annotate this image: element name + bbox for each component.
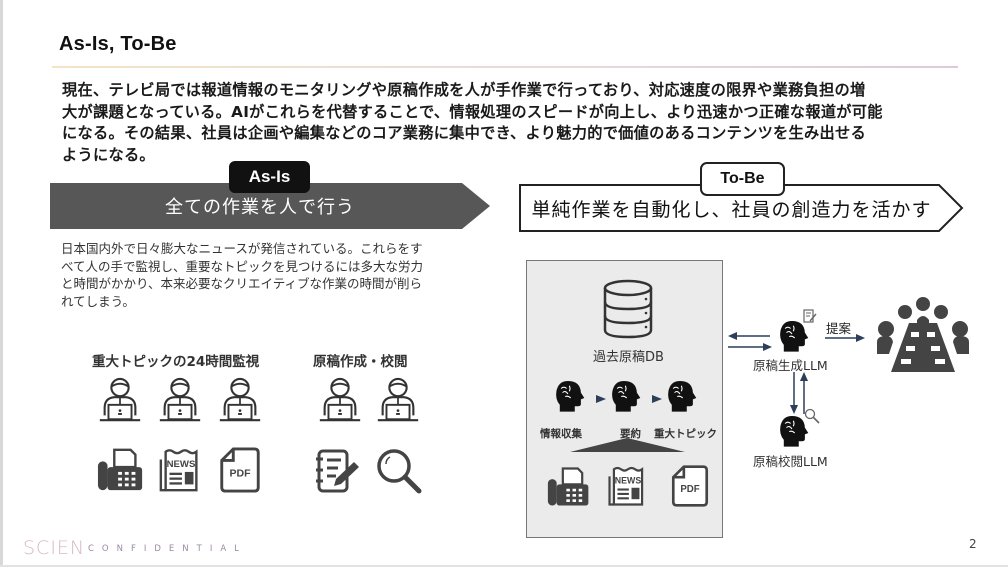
fax-icon xyxy=(547,465,591,509)
worker-icon xyxy=(374,377,422,425)
description-line: 日本国内外で日々膨大なニュースが発信されている。これらをす xyxy=(61,241,423,256)
intro-line: 現在、テレビ局では報道情報のモニタリングや原稿作成を人が手作業で行っており、対応… xyxy=(62,81,866,99)
arrow-banner-shape xyxy=(519,184,964,232)
writing-group-label: 原稿作成・校閲 xyxy=(313,354,408,370)
pipeline-step-label: 要約 xyxy=(620,428,641,440)
as-is-banner-text: 全ての作業を人で行う xyxy=(165,197,355,218)
ai-head-icon xyxy=(609,379,643,413)
page-number: 2 xyxy=(969,537,977,551)
as-is-banner: 全ての作業を人で行う xyxy=(50,183,490,229)
news-icon xyxy=(157,446,205,494)
reviewer-llm-label: 原稿校閲LLM xyxy=(753,454,828,469)
propose-label: 提案 xyxy=(826,321,852,336)
generator-llm-label: 原稿生成LLM xyxy=(753,358,828,373)
document-edit-icon xyxy=(803,309,817,323)
slide-left-edge xyxy=(0,0,3,567)
magnifier-icon xyxy=(804,408,820,424)
intro-line: 大が課題となっている。AIがこれらを代替することで、情報処理のスピードが向上し、… xyxy=(62,102,883,121)
bidirectional-arrow-icon xyxy=(728,332,772,351)
intro-paragraph: 現在、テレビ局では報道情報のモニタリングや原稿作成を人が手作業で行っており、対応… xyxy=(62,80,962,166)
source-funnel-shape xyxy=(570,438,685,452)
arrow-right-icon xyxy=(825,334,865,342)
db-label: 過去原稿DB xyxy=(593,350,664,365)
meeting-icon xyxy=(877,297,969,372)
fax-icon xyxy=(97,446,145,494)
worker-icon xyxy=(316,377,364,425)
description-line: べて人の手で監視し、重要なトピックを見つけるには多大な労力 xyxy=(61,258,424,274)
as-is-description: 日本国内外で日々膨大なニュースが発信されている。これらをす べて人の手で監視し、… xyxy=(61,240,481,310)
arrow-right-icon xyxy=(596,395,606,403)
worker-icon xyxy=(156,377,204,425)
pipeline-step-label: 情報収集 xyxy=(540,428,582,440)
slide-title: As-Is, To-Be xyxy=(59,33,177,55)
to-be-banner-text: 単純作業を自動化し、社員の創造力を活かす xyxy=(531,199,932,221)
vertical-bidirectional-arrow-icon xyxy=(790,372,808,414)
worker-icon xyxy=(96,377,144,425)
pipeline-step-label: 重大トピック xyxy=(654,428,717,440)
description-line: と時間がかかり、本来必要なクリエイティブな作業の時間が削ら xyxy=(61,276,423,291)
intro-line: になる。その結果、社員は企画や編集などのコア業務に集中でき、より魅力的で価値のあ… xyxy=(62,124,866,142)
ai-head-icon xyxy=(665,379,699,413)
as-is-tag: As-Is xyxy=(229,161,310,193)
pdf-icon xyxy=(668,464,712,508)
company-logo: SCIEN xyxy=(23,537,86,559)
monitoring-group-label: 重大トピックの24時間監視 xyxy=(92,354,260,370)
database-icon xyxy=(603,279,653,339)
edit-document-icon xyxy=(316,449,359,493)
arrow-banner-shape xyxy=(50,183,490,229)
magnifier-icon xyxy=(377,449,422,494)
to-be-banner: 単純作業を自動化し、社員の創造力を活かす xyxy=(519,184,964,232)
to-be-tag: To-Be xyxy=(700,162,785,196)
pdf-icon xyxy=(216,446,264,494)
worker-icon xyxy=(216,377,264,425)
news-icon xyxy=(606,464,650,508)
ai-head-icon xyxy=(553,379,587,413)
confidential-label: CONFIDENTIAL xyxy=(88,544,247,554)
arrow-right-icon xyxy=(652,395,662,403)
description-line: れてしまう。 xyxy=(61,293,135,309)
slide-bottom-edge xyxy=(0,565,1008,567)
intro-line: ようになる。 xyxy=(62,145,155,164)
title-divider xyxy=(52,66,958,68)
